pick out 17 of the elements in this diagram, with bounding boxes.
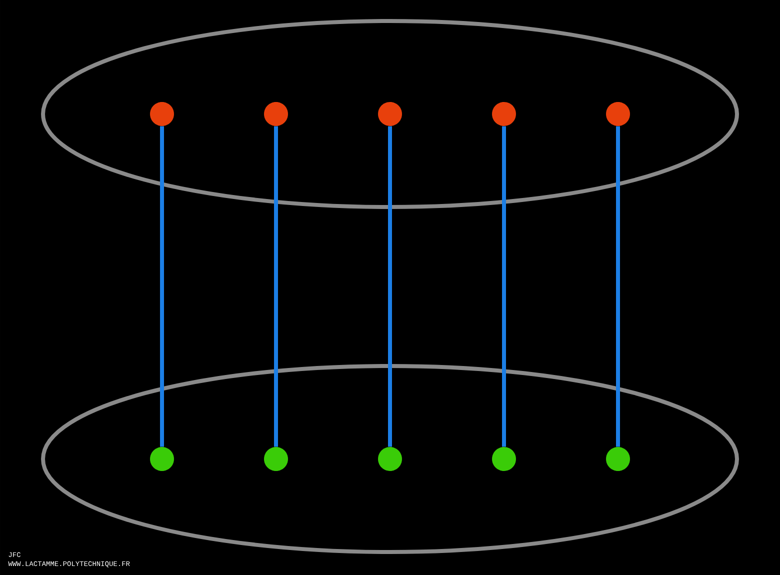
ball — [492, 446, 516, 471]
ball — [606, 102, 630, 126]
ball — [264, 102, 288, 126]
ball — [264, 446, 288, 471]
rod — [388, 126, 392, 447]
ball — [378, 446, 402, 471]
ball — [606, 446, 630, 471]
rod — [616, 126, 620, 447]
ball — [378, 102, 402, 126]
rod — [502, 126, 506, 447]
ball — [492, 102, 516, 126]
ring — [41, 19, 739, 209]
rod — [160, 126, 164, 447]
ball — [150, 446, 174, 471]
ring — [41, 364, 739, 554]
ball — [150, 102, 174, 126]
rod — [274, 126, 278, 447]
